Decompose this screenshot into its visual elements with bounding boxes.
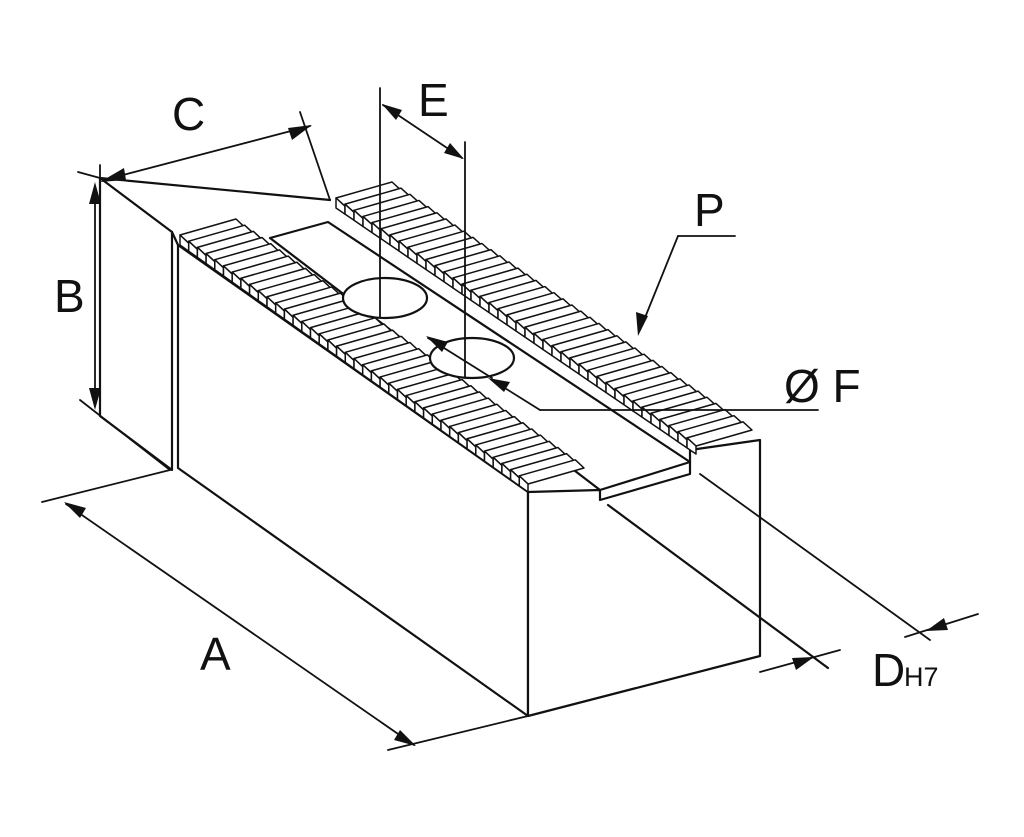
- dimension-b: [77, 171, 171, 471]
- block-end-face: [526, 438, 762, 718]
- label-p: P: [694, 184, 725, 236]
- block-left-face: [98, 176, 174, 472]
- slot-bottom-line: [606, 503, 830, 670]
- leader-p: [636, 235, 736, 336]
- left-rail-tooth-side: [518, 475, 529, 493]
- right-rail-tooth-side: [686, 437, 697, 455]
- label-a: A: [200, 628, 231, 680]
- teeth-right-rail: [335, 181, 753, 455]
- dimension-c: [99, 111, 331, 201]
- corner-edge: [170, 230, 180, 247]
- teeth-left-rail: [179, 218, 585, 493]
- dimension-d: [699, 473, 979, 673]
- label-d: D: [872, 644, 905, 696]
- label-c: C: [172, 88, 205, 140]
- dimension-e: [379, 87, 466, 379]
- label-f: Ø F: [784, 360, 861, 412]
- hole-2: [428, 336, 516, 380]
- label-d-subscript: H7: [904, 662, 939, 692]
- dimension-a: [41, 469, 529, 751]
- label-b: B: [54, 270, 85, 322]
- leader-f: [426, 336, 819, 411]
- label-e: E: [418, 74, 449, 126]
- hole-1: [341, 276, 429, 320]
- top-back-edge: [98, 176, 332, 202]
